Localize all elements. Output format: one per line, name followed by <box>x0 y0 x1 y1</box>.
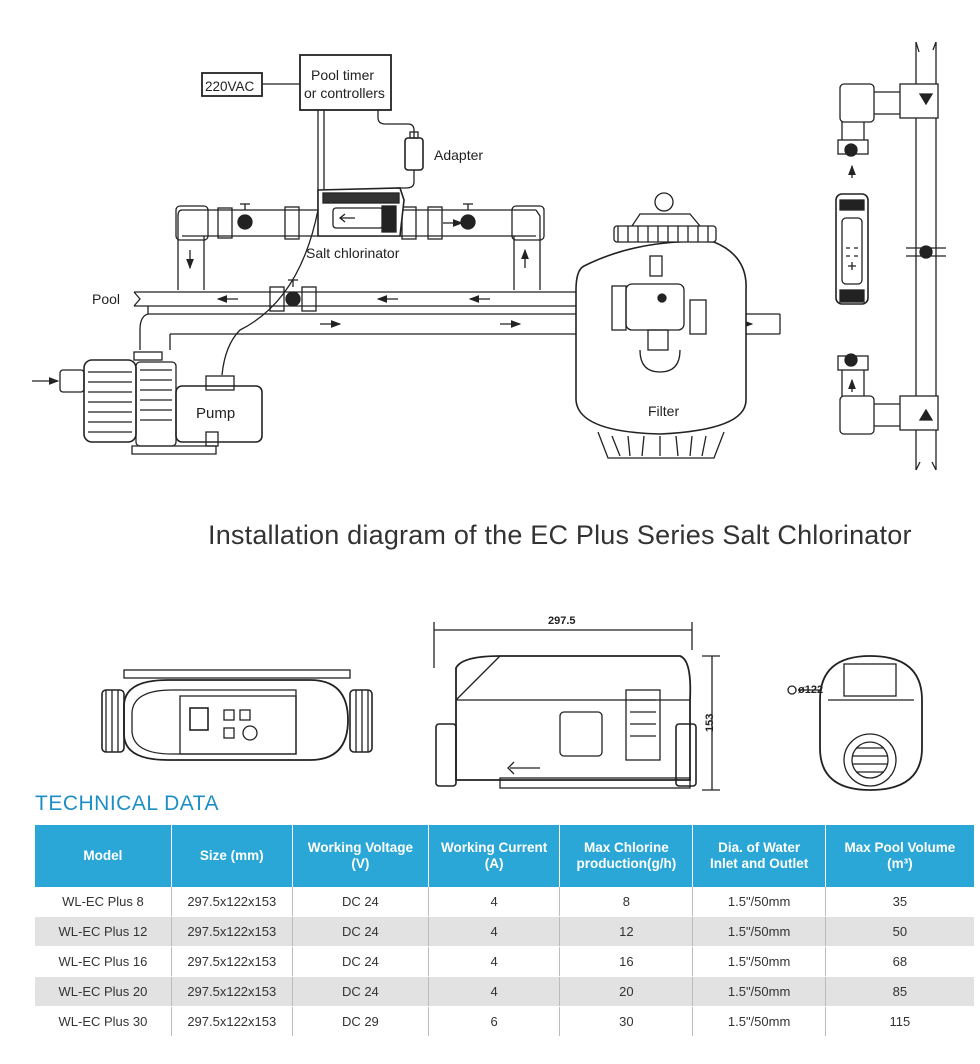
timer-label-line1: Pool timer <box>311 67 374 83</box>
cell-pool-volume: 35 <box>825 887 974 917</box>
chlorinator-front-view <box>101 669 373 761</box>
cell-voltage: DC 24 <box>292 887 430 917</box>
cell-pool-volume: 115 <box>825 1006 974 1037</box>
cell-diameter: 1.5"/50mm <box>692 976 826 1007</box>
pump <box>32 351 263 455</box>
cell-size: 297.5x122x153 <box>171 976 293 1007</box>
table-row: WL-EC Plus 12 297.5x122x153 DC 24 4 12 1… <box>35 916 974 947</box>
pump-label: Pump <box>196 405 235 422</box>
cell-current: 4 <box>428 946 561 977</box>
table-row: WL-EC Plus 20 297.5x122x153 DC 24 4 20 1… <box>35 976 974 1007</box>
valve-main-icon <box>285 279 301 307</box>
cell-size: 297.5x122x153 <box>171 887 293 917</box>
cell-model: WL-EC Plus 8 <box>35 887 172 917</box>
cell-diameter: 1.5"/50mm <box>692 946 826 977</box>
cell-current: 4 <box>428 976 561 1007</box>
valve-right-icon <box>460 203 476 230</box>
cell-pool-volume: 68 <box>825 946 974 977</box>
header-pool-volume: Max Pool Volume(m³) <box>825 825 974 887</box>
cell-current: 6 <box>428 1006 561 1037</box>
cell-voltage: DC 24 <box>292 946 430 977</box>
table-row: WL-EC Plus 16 297.5x122x153 DC 24 4 16 1… <box>35 946 974 977</box>
cell-size: 297.5x122x153 <box>171 916 293 947</box>
dimension-length: 297.5 <box>548 615 576 627</box>
chlorinator-side-view <box>433 622 720 791</box>
cell-pool-volume: 50 <box>825 916 974 947</box>
cell-voltage: DC 24 <box>292 976 430 1007</box>
chlorinator-end-view <box>787 655 923 791</box>
main-pipe <box>133 286 781 350</box>
valve-left-icon <box>237 203 253 230</box>
diagram-caption: Installation diagram of the EC Plus Seri… <box>208 520 912 550</box>
adapter-cable <box>377 110 424 189</box>
cell-size: 297.5x122x153 <box>171 946 293 977</box>
chlorinator-label: Salt chlorinator <box>306 245 400 261</box>
header-current: Working Current(A) <box>428 825 561 887</box>
pump-cable <box>221 110 325 376</box>
power-supply-box <box>201 72 300 97</box>
cell-model: WL-EC Plus 16 <box>35 946 172 977</box>
cell-current: 4 <box>428 916 561 947</box>
cell-voltage: DC 24 <box>292 916 430 947</box>
cell-pool-volume: 85 <box>825 976 974 1007</box>
technical-data-table: Model Size (mm) Working Voltage(V) Worki… <box>35 825 974 1037</box>
table-row: WL-EC Plus 8 297.5x122x153 DC 24 4 8 1.5… <box>35 887 974 917</box>
cell-diameter: 1.5"/50mm <box>692 916 826 947</box>
cell-current: 4 <box>428 887 561 917</box>
cell-chlorine: 12 <box>559 916 694 947</box>
cell-model: WL-EC Plus 30 <box>35 1006 172 1037</box>
filter-label: Filter <box>648 403 679 419</box>
adapter-label: Adapter <box>434 147 483 163</box>
timer-label-line2: or controllers <box>304 85 385 101</box>
cell-voltage: DC 29 <box>292 1006 430 1037</box>
sand-filter <box>575 192 747 459</box>
power-label: 220VAC <box>205 79 255 94</box>
cell-model: WL-EC Plus 20 <box>35 976 172 1007</box>
header-size: Size (mm) <box>171 825 293 887</box>
cell-model: WL-EC Plus 12 <box>35 916 172 947</box>
header-voltage: Working Voltage(V) <box>292 825 430 887</box>
pool-timer-box <box>299 54 392 111</box>
cell-size: 297.5x122x153 <box>171 1006 293 1037</box>
cell-diameter: 1.5"/50mm <box>692 887 826 917</box>
table-row: WL-EC Plus 30 297.5x122x153 DC 29 6 30 1… <box>35 1006 974 1037</box>
vertical-installation <box>835 41 946 471</box>
table-header-row: Model Size (mm) Working Voltage(V) Worki… <box>35 825 974 887</box>
salt-chlorinator-unit <box>317 187 405 237</box>
cell-chlorine: 30 <box>559 1006 694 1037</box>
dimension-diameter: ø122 <box>798 684 823 696</box>
cell-chlorine: 8 <box>559 887 694 917</box>
dimension-height: 153 <box>704 714 716 732</box>
cell-diameter: 1.5"/50mm <box>692 1006 826 1037</box>
technical-data-title: TECHNICAL DATA <box>35 792 219 815</box>
cell-chlorine: 20 <box>559 976 694 1007</box>
header-model: Model <box>35 825 172 887</box>
pool-label: Pool <box>92 291 120 307</box>
bypass-pipe <box>175 205 545 290</box>
cell-chlorine: 16 <box>559 946 694 977</box>
